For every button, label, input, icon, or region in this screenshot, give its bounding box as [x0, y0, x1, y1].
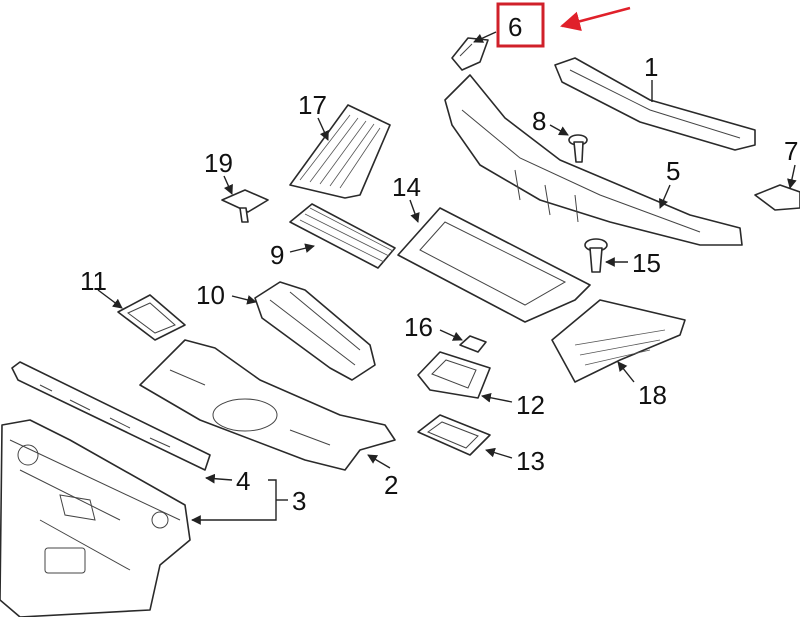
leader-5 [659, 184, 671, 209]
leader-19 [223, 175, 233, 195]
part-18-side-grille [551, 299, 686, 383]
part-4-cross-member [11, 361, 211, 471]
leader-10 [231, 295, 257, 305]
callout-14: 14 [392, 172, 421, 202]
callout-17: 17 [298, 90, 327, 120]
leader-13 [485, 447, 513, 459]
callout-16: 16 [404, 312, 433, 342]
part-15-grommet [584, 238, 608, 273]
part-17-grille [289, 104, 391, 199]
callout-11: 11 [80, 266, 107, 296]
leader-7 [787, 164, 797, 189]
callout-6: 6 [508, 12, 522, 42]
callout-10: 10 [196, 280, 225, 310]
callout-3: 3 [292, 486, 306, 516]
callout-12: 12 [516, 390, 545, 420]
leader-18 [617, 361, 635, 383]
leader-3 [191, 479, 277, 525]
part-19-clip [221, 189, 269, 223]
leader-11 [97, 289, 123, 309]
callout-9: 9 [270, 240, 284, 270]
callout-1: 1 [644, 52, 658, 82]
callout-19: 19 [204, 148, 233, 178]
leader-16 [439, 329, 463, 341]
leader-lines [97, 80, 797, 525]
callout-7: 7 [784, 136, 798, 166]
leader-9 [289, 243, 315, 253]
part-7-end-cap [754, 184, 800, 211]
callout-5: 5 [666, 156, 680, 186]
callout-4: 4 [236, 466, 250, 496]
part-3-dash-panel [0, 419, 191, 617]
part-11-bracket [117, 294, 186, 341]
callout-8: 8 [532, 106, 546, 136]
part-16-clip [459, 335, 487, 353]
part-2-plenum-panel [139, 339, 396, 471]
part-9-cabin-filter [289, 203, 396, 269]
part-5-cowl-panel [444, 74, 743, 246]
part-6-seal-clip [451, 37, 489, 71]
leader-2 [367, 454, 391, 469]
callout-13: 13 [516, 446, 545, 476]
part-10-duct [254, 281, 376, 381]
part-13-plate [417, 414, 491, 456]
callout-labels: 6 1 8 7 5 17 19 14 9 15 11 10 16 12 18 1… [80, 12, 798, 516]
leader-14 [409, 199, 420, 223]
highlight-box [496, 2, 545, 48]
callout-15: 15 [632, 248, 661, 278]
callout-2: 2 [384, 470, 398, 500]
part-1-cowl-top [554, 57, 756, 151]
part-12-bracket [417, 351, 491, 399]
part-14-cover-panel [397, 207, 591, 323]
highlight-arrow [560, 6, 631, 32]
highlight-group [473, 2, 631, 48]
leader-4 [205, 473, 233, 484]
part-8-bolt [568, 134, 588, 163]
leader-6 [473, 31, 497, 43]
leader-17 [317, 117, 329, 141]
leader-12 [481, 392, 513, 403]
leader-8 [549, 124, 569, 136]
callout-18: 18 [638, 380, 667, 410]
